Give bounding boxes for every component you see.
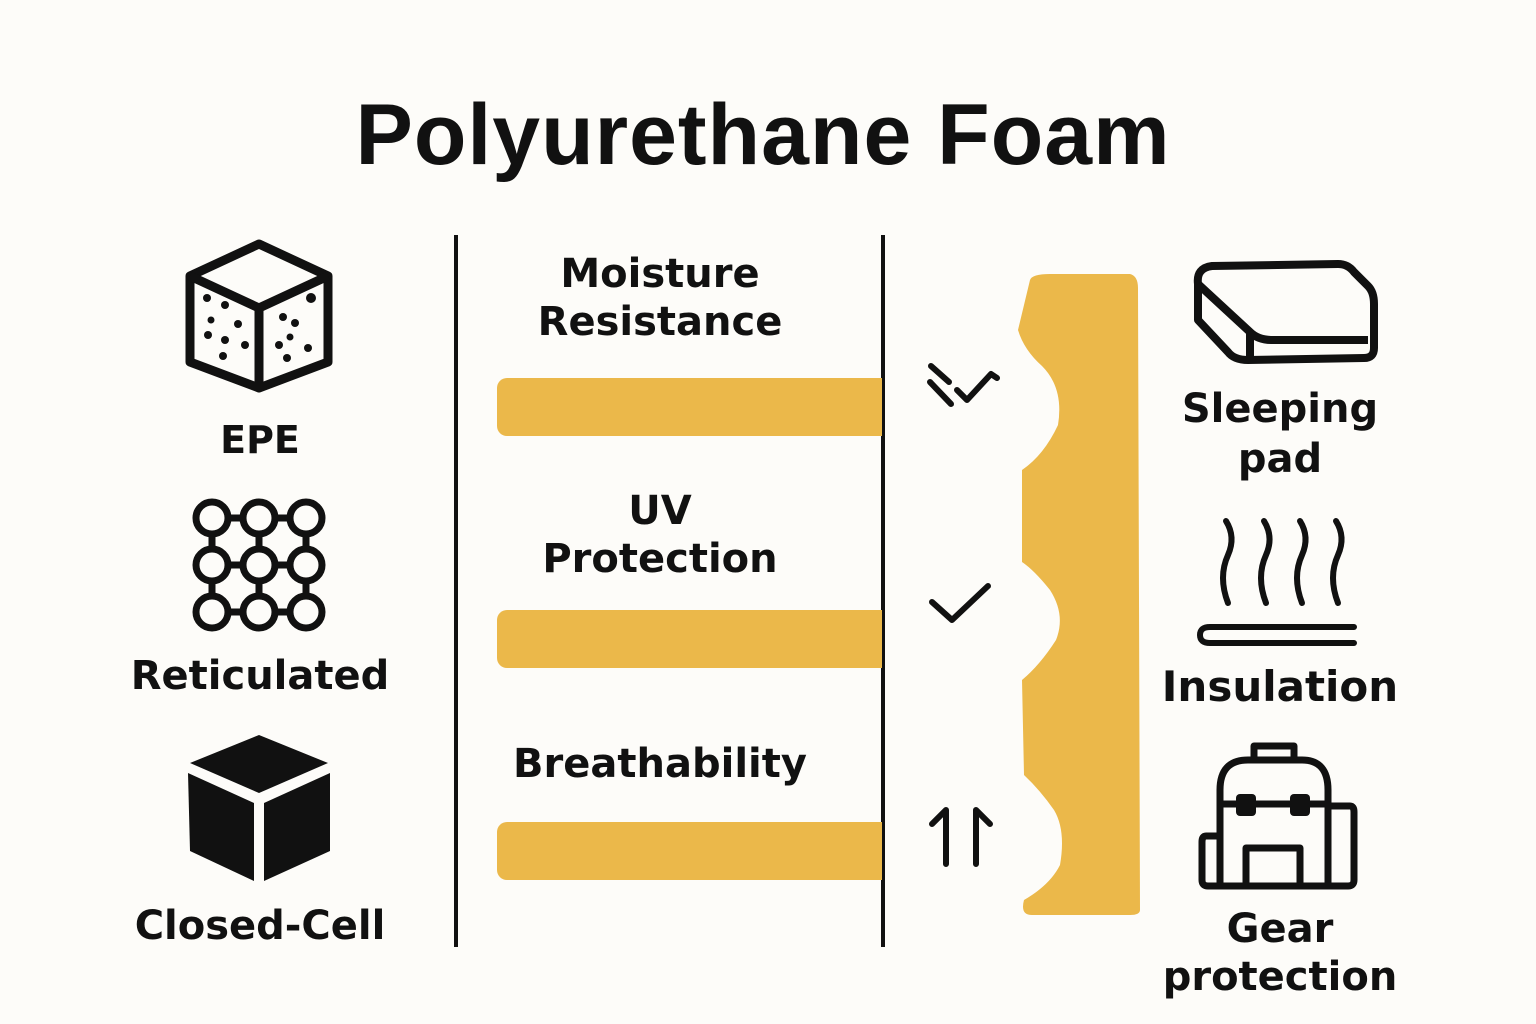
double-check-icon (927, 363, 1000, 407)
check-icon (929, 583, 991, 623)
property-label: Breathability (513, 741, 807, 787)
application-label: Sleeping pad (1181, 386, 1379, 482)
page-title: Polyurethane Foam (355, 87, 1171, 183)
application-label: Gear protection (1162, 906, 1398, 1000)
divider-left (454, 235, 458, 947)
solid-cube-icon (188, 735, 330, 881)
heat-waves-icon (1196, 518, 1357, 646)
foam-profile-shape (1018, 274, 1140, 915)
divider-right (881, 235, 885, 947)
property-label: Moisture Resistance (537, 251, 783, 345)
property-bar-moisture (497, 378, 882, 436)
property-label: UV Protection (542, 488, 778, 582)
up-arrows-icon (929, 807, 993, 867)
foam-type-label: Reticulated (130, 653, 390, 699)
property-bar-breathability (497, 822, 882, 880)
mattress-pad-icon (1193, 260, 1378, 364)
property-bar-uv (497, 610, 882, 668)
porous-cube-icon (185, 239, 333, 393)
backpack-icon (1198, 742, 1358, 890)
foam-type-label: Closed-Cell (134, 903, 386, 949)
application-label: Insulation (1161, 662, 1399, 711)
circle-grid-icon (192, 498, 326, 632)
foam-type-label: EPE (220, 418, 300, 462)
